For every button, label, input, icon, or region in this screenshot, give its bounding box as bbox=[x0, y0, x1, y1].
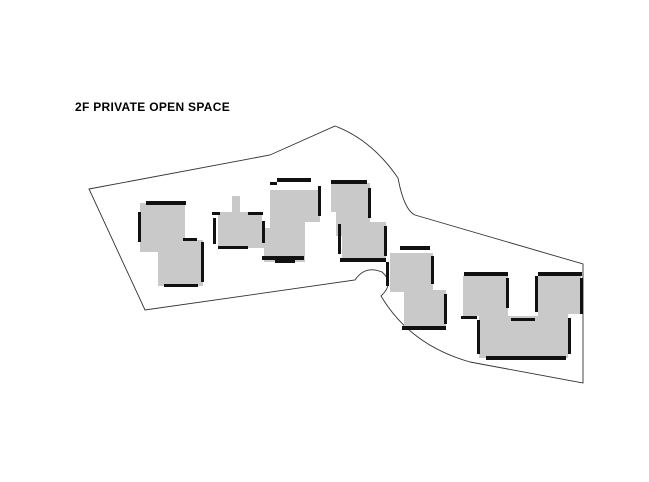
site-boundary bbox=[88, 125, 584, 384]
building-4 bbox=[386, 246, 447, 330]
building-5 bbox=[461, 272, 583, 360]
building-3 bbox=[331, 180, 387, 262]
diagram-title: 2F PRIVATE OPEN SPACE bbox=[75, 100, 230, 114]
building-1 bbox=[138, 201, 204, 287]
building-2 bbox=[212, 178, 321, 263]
